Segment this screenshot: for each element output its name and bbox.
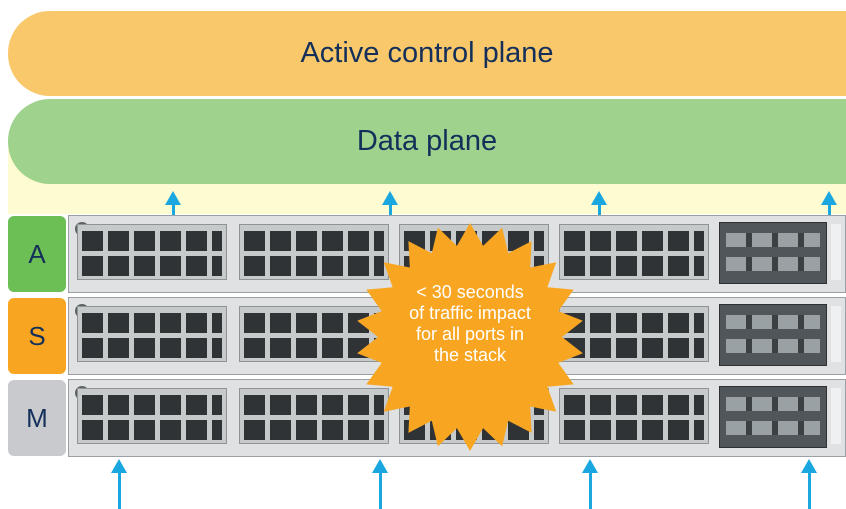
starburst-callout	[357, 223, 583, 451]
uplink-module	[719, 386, 827, 448]
port-group	[77, 224, 227, 280]
side-panel	[831, 388, 841, 444]
callout-text: < 30 seconds of traffic impact for all p…	[355, 282, 585, 366]
up-arrow-icon	[111, 459, 127, 509]
port-group	[559, 224, 709, 280]
switch-role-badge-member: M	[8, 380, 66, 456]
callout-line: of traffic impact	[409, 303, 531, 323]
uplink-module	[719, 222, 827, 284]
side-panel	[831, 224, 841, 280]
port-group	[77, 306, 227, 362]
data-plane-band: Data plane	[8, 99, 846, 184]
port-group	[239, 224, 389, 280]
role-label: S	[28, 320, 46, 351]
role-label: A	[28, 238, 46, 269]
switch-role-badge-active: A	[8, 216, 66, 292]
port-group	[559, 388, 709, 444]
port-group	[559, 306, 709, 362]
switch-role-badge-standby: S	[8, 298, 66, 374]
callout-line: for all ports in	[415, 324, 525, 344]
control-plane-label: Active control plane	[300, 37, 554, 69]
up-arrow-icon	[372, 459, 388, 509]
role-label: M	[26, 402, 48, 433]
uplink-module	[719, 304, 827, 366]
port-group	[239, 388, 389, 444]
callout-line: < 30 seconds	[416, 282, 524, 302]
data-plane-label: Data plane	[356, 125, 498, 157]
side-panel	[831, 306, 841, 362]
port-group	[77, 388, 227, 444]
callout-line: the stack	[433, 345, 507, 365]
up-arrow-icon	[582, 459, 598, 509]
up-arrow-icon	[801, 459, 817, 509]
active-control-plane-band: Active control plane	[8, 11, 846, 96]
